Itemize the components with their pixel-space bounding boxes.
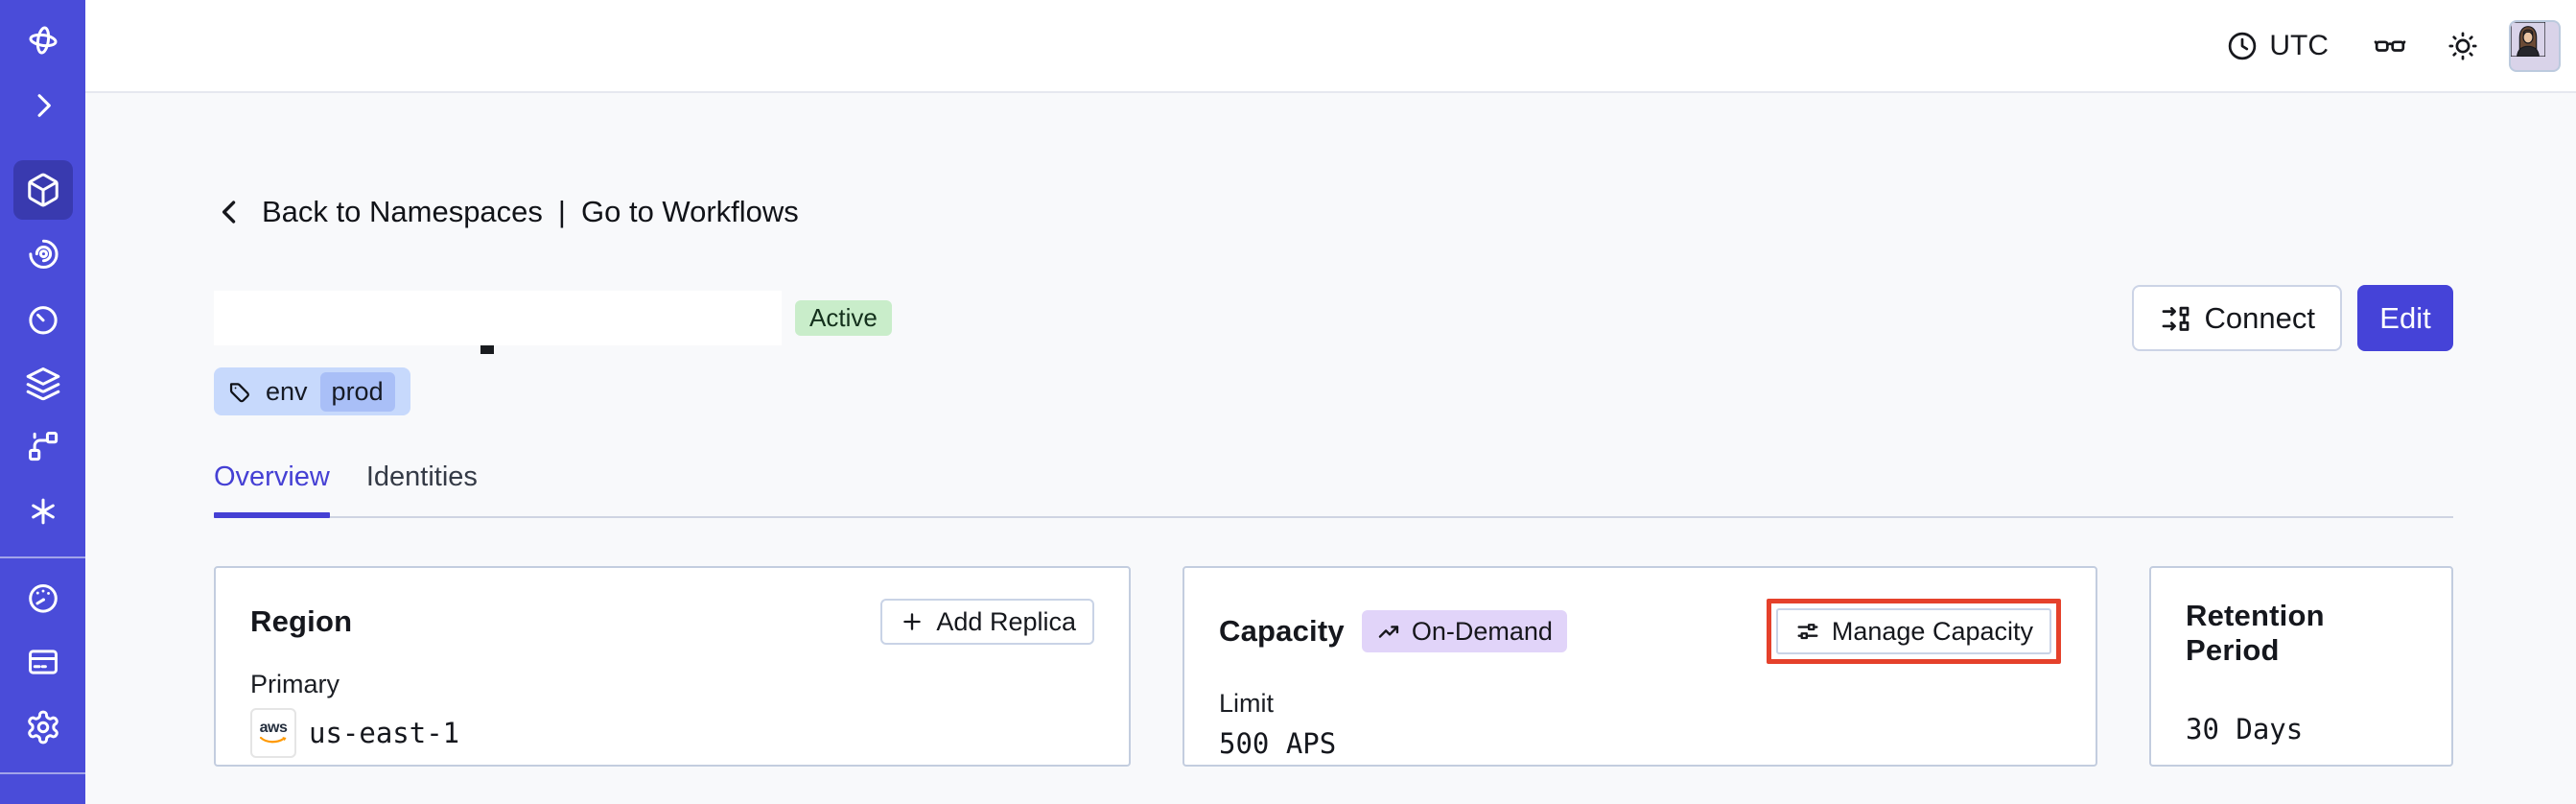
capacity-card-header: Capacity On-Demand xyxy=(1219,599,2061,664)
region-card: Region Add Replica Primary aws us xyxy=(214,566,1131,767)
user-avatar[interactable] xyxy=(2509,19,2561,72)
sidebar-item-deployments[interactable] xyxy=(13,416,73,476)
redaction-artifact xyxy=(480,345,494,354)
theme-toggle-button[interactable] xyxy=(2446,29,2480,63)
namespace-tag[interactable]: env prod xyxy=(214,367,410,415)
billing-card-icon xyxy=(28,650,58,674)
connect-flow-icon xyxy=(2162,306,2189,331)
sidebar-item-settings[interactable] xyxy=(13,698,73,757)
retention-card-title: Retention Period xyxy=(2186,599,2325,667)
breadcrumb-workflows-link[interactable]: Go to Workflows xyxy=(580,195,799,228)
namespace-title-row: Active Connect Edit xyxy=(214,285,2453,354)
capacity-value: 500 APS xyxy=(1219,727,1337,760)
ondemand-badge-label: On-Demand xyxy=(1411,616,1553,646)
temporal-logo-icon xyxy=(28,26,58,55)
tag-row: env prod xyxy=(214,367,2453,415)
breadcrumb-back-link[interactable]: Back to Namespaces xyxy=(262,195,543,228)
gauge-icon xyxy=(28,583,58,613)
connect-button[interactable]: Connect xyxy=(2131,285,2342,351)
timezone-label: UTC xyxy=(2269,29,2329,61)
aws-logo: aws xyxy=(250,708,296,758)
capacity-limit-label: Limit xyxy=(1219,689,1275,718)
add-replica-button[interactable]: Add Replica xyxy=(880,599,1094,645)
main-content: Back to Namespaces | Go to Workflows Act… xyxy=(85,93,2576,804)
chevron-right-icon xyxy=(37,94,51,117)
sidebar xyxy=(0,0,85,804)
support-icon xyxy=(25,800,61,804)
manage-capacity-label: Manage Capacity xyxy=(1831,616,2033,646)
layers-icon xyxy=(26,367,59,401)
annotation-highlight: Manage Capacity xyxy=(1766,599,2061,664)
region-card-title: Region xyxy=(250,604,353,638)
connect-button-label: Connect xyxy=(2204,300,2315,335)
sidebar-item-workflows[interactable] xyxy=(13,223,73,282)
tab-identities[interactable]: Identities xyxy=(365,461,478,492)
sidebar-item-namespaces[interactable] xyxy=(12,160,73,220)
tag-key: env xyxy=(266,376,308,406)
edit-button[interactable]: Edit xyxy=(2357,285,2453,351)
tag-value: prod xyxy=(319,371,395,412)
sidebar-item-nexus[interactable] xyxy=(13,482,73,541)
region-card-header: Region Add Replica xyxy=(250,599,1094,645)
spiral-icon xyxy=(28,239,59,270)
capacity-card: Capacity On-Demand xyxy=(1183,566,2097,767)
sidebar-divider xyxy=(0,772,85,774)
region-value: us-east-1 xyxy=(309,717,460,749)
sidebar-item-stacks[interactable] xyxy=(13,354,73,414)
clock-icon xyxy=(2229,32,2257,59)
capacity-card-title: Capacity xyxy=(1219,614,1345,648)
cube-icon xyxy=(27,173,59,207)
avatar-image xyxy=(2511,21,2546,58)
retention-card: Retention Period 30 Days xyxy=(2149,566,2453,767)
asterisk-icon xyxy=(31,498,55,525)
breadcrumb: Back to Namespaces | Go to Workflows xyxy=(214,195,2453,229)
sun-icon xyxy=(2448,31,2477,60)
tab-bar: Overview Identities xyxy=(214,461,2453,518)
timezone-selector[interactable]: UTC xyxy=(2225,29,2329,63)
retention-value: 30 Days xyxy=(2186,713,2304,745)
plus-icon xyxy=(903,613,922,630)
namespace-actions: Connect Edit xyxy=(2131,285,2453,351)
region-value-row: aws us-east-1 xyxy=(250,708,1094,758)
timer-icon xyxy=(28,306,58,335)
sidebar-expand-button[interactable] xyxy=(13,76,73,135)
status-badge: Active xyxy=(795,300,892,336)
aws-smile-icon xyxy=(259,736,287,743)
sidebar-item-support[interactable] xyxy=(13,789,73,804)
glasses-icon xyxy=(2374,39,2406,52)
namespace-name-redacted xyxy=(214,291,782,354)
sliders-icon xyxy=(1797,624,1818,640)
namespace-title-group: Active xyxy=(214,291,892,354)
manage-capacity-button[interactable]: Manage Capacity xyxy=(1775,608,2051,654)
aws-logo-text: aws xyxy=(259,719,288,736)
temporal-logo[interactable] xyxy=(13,11,73,70)
topbar: UTC xyxy=(85,0,2576,93)
tab-overview[interactable]: Overview xyxy=(214,461,330,518)
gear-icon xyxy=(27,710,59,745)
overview-cards: Region Add Replica Primary aws us xyxy=(214,566,2453,767)
pipeline-icon xyxy=(28,432,58,461)
sidebar-item-schedules[interactable] xyxy=(13,290,73,349)
edit-button-label: Edit xyxy=(2379,300,2431,335)
chevron-left-icon[interactable] xyxy=(214,196,246,228)
breadcrumb-separator: | xyxy=(557,195,566,228)
capacity-title-group: Capacity On-Demand xyxy=(1219,610,1567,652)
sidebar-divider xyxy=(0,556,85,558)
trending-up-icon xyxy=(1378,625,1398,638)
sidebar-item-billing[interactable] xyxy=(13,632,73,692)
labs-mode-button[interactable] xyxy=(2373,29,2407,63)
sidebar-item-usage[interactable] xyxy=(13,568,73,627)
add-replica-label: Add Replica xyxy=(936,606,1076,636)
region-primary-label: Primary xyxy=(250,670,340,698)
tag-icon xyxy=(229,382,249,402)
ondemand-badge: On-Demand xyxy=(1361,610,1567,652)
